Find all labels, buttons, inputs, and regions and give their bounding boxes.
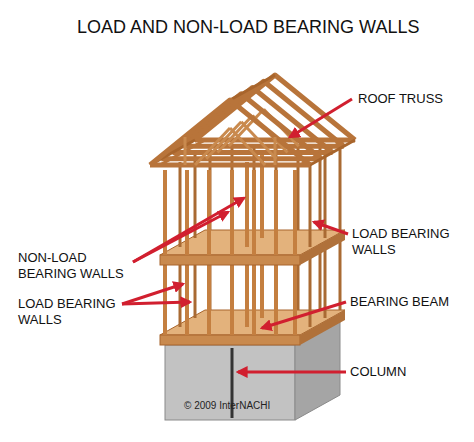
wall-stud xyxy=(274,170,278,255)
truss-web xyxy=(184,137,187,165)
wall-stud xyxy=(252,170,256,255)
foundation-wall xyxy=(165,345,295,420)
truss-web xyxy=(230,128,265,165)
wall-stud xyxy=(230,265,234,335)
leader-line xyxy=(290,99,352,137)
wall-stud xyxy=(179,257,182,327)
copyright-note: © 2009 InterNACHI xyxy=(184,400,294,412)
wall-stud xyxy=(293,265,297,335)
leader-line xyxy=(122,302,190,304)
truss-chord xyxy=(150,163,310,168)
part-label: LOAD BEARING WALLS xyxy=(18,296,123,328)
truss-web xyxy=(206,122,241,159)
part-label: BEARING BEAM xyxy=(350,294,470,310)
leader-line xyxy=(133,198,244,262)
wall-stud xyxy=(339,145,342,230)
diagram-title: LOAD AND NON-LOAD BEARING WALLS xyxy=(77,16,467,38)
leader-line xyxy=(238,371,346,374)
wall-stud xyxy=(207,170,211,255)
roof-ridge xyxy=(230,75,275,100)
wall-stud xyxy=(163,265,167,335)
wall-stud xyxy=(309,257,312,327)
wall-stud xyxy=(230,170,234,255)
part-label: COLUMN xyxy=(350,364,460,380)
wall-stud xyxy=(309,162,312,247)
part-label: LOAD BEARING WALLS xyxy=(352,226,457,258)
part-label: ROOF TRUSS xyxy=(358,91,468,107)
rim-joist-side xyxy=(300,230,345,265)
part-label: NON-LOAD BEARING WALLS xyxy=(18,250,133,282)
truss-web xyxy=(274,137,277,165)
leader-line xyxy=(314,222,348,234)
wall-stud xyxy=(339,240,342,310)
roof-truss xyxy=(150,100,310,165)
wall-stud xyxy=(207,265,211,335)
truss-web xyxy=(241,122,276,159)
truss-web xyxy=(195,128,230,165)
wall-stud xyxy=(293,170,297,255)
wall-stud xyxy=(245,162,249,247)
rim-joist xyxy=(160,255,300,265)
wall-stud xyxy=(185,265,189,335)
leader-line xyxy=(262,302,346,328)
wall-stud xyxy=(185,170,189,255)
rim-joist xyxy=(160,335,300,345)
roof-eave xyxy=(310,140,355,165)
truss-rafter xyxy=(150,100,310,165)
wall-stud xyxy=(252,265,256,335)
wall-stud xyxy=(245,257,249,327)
